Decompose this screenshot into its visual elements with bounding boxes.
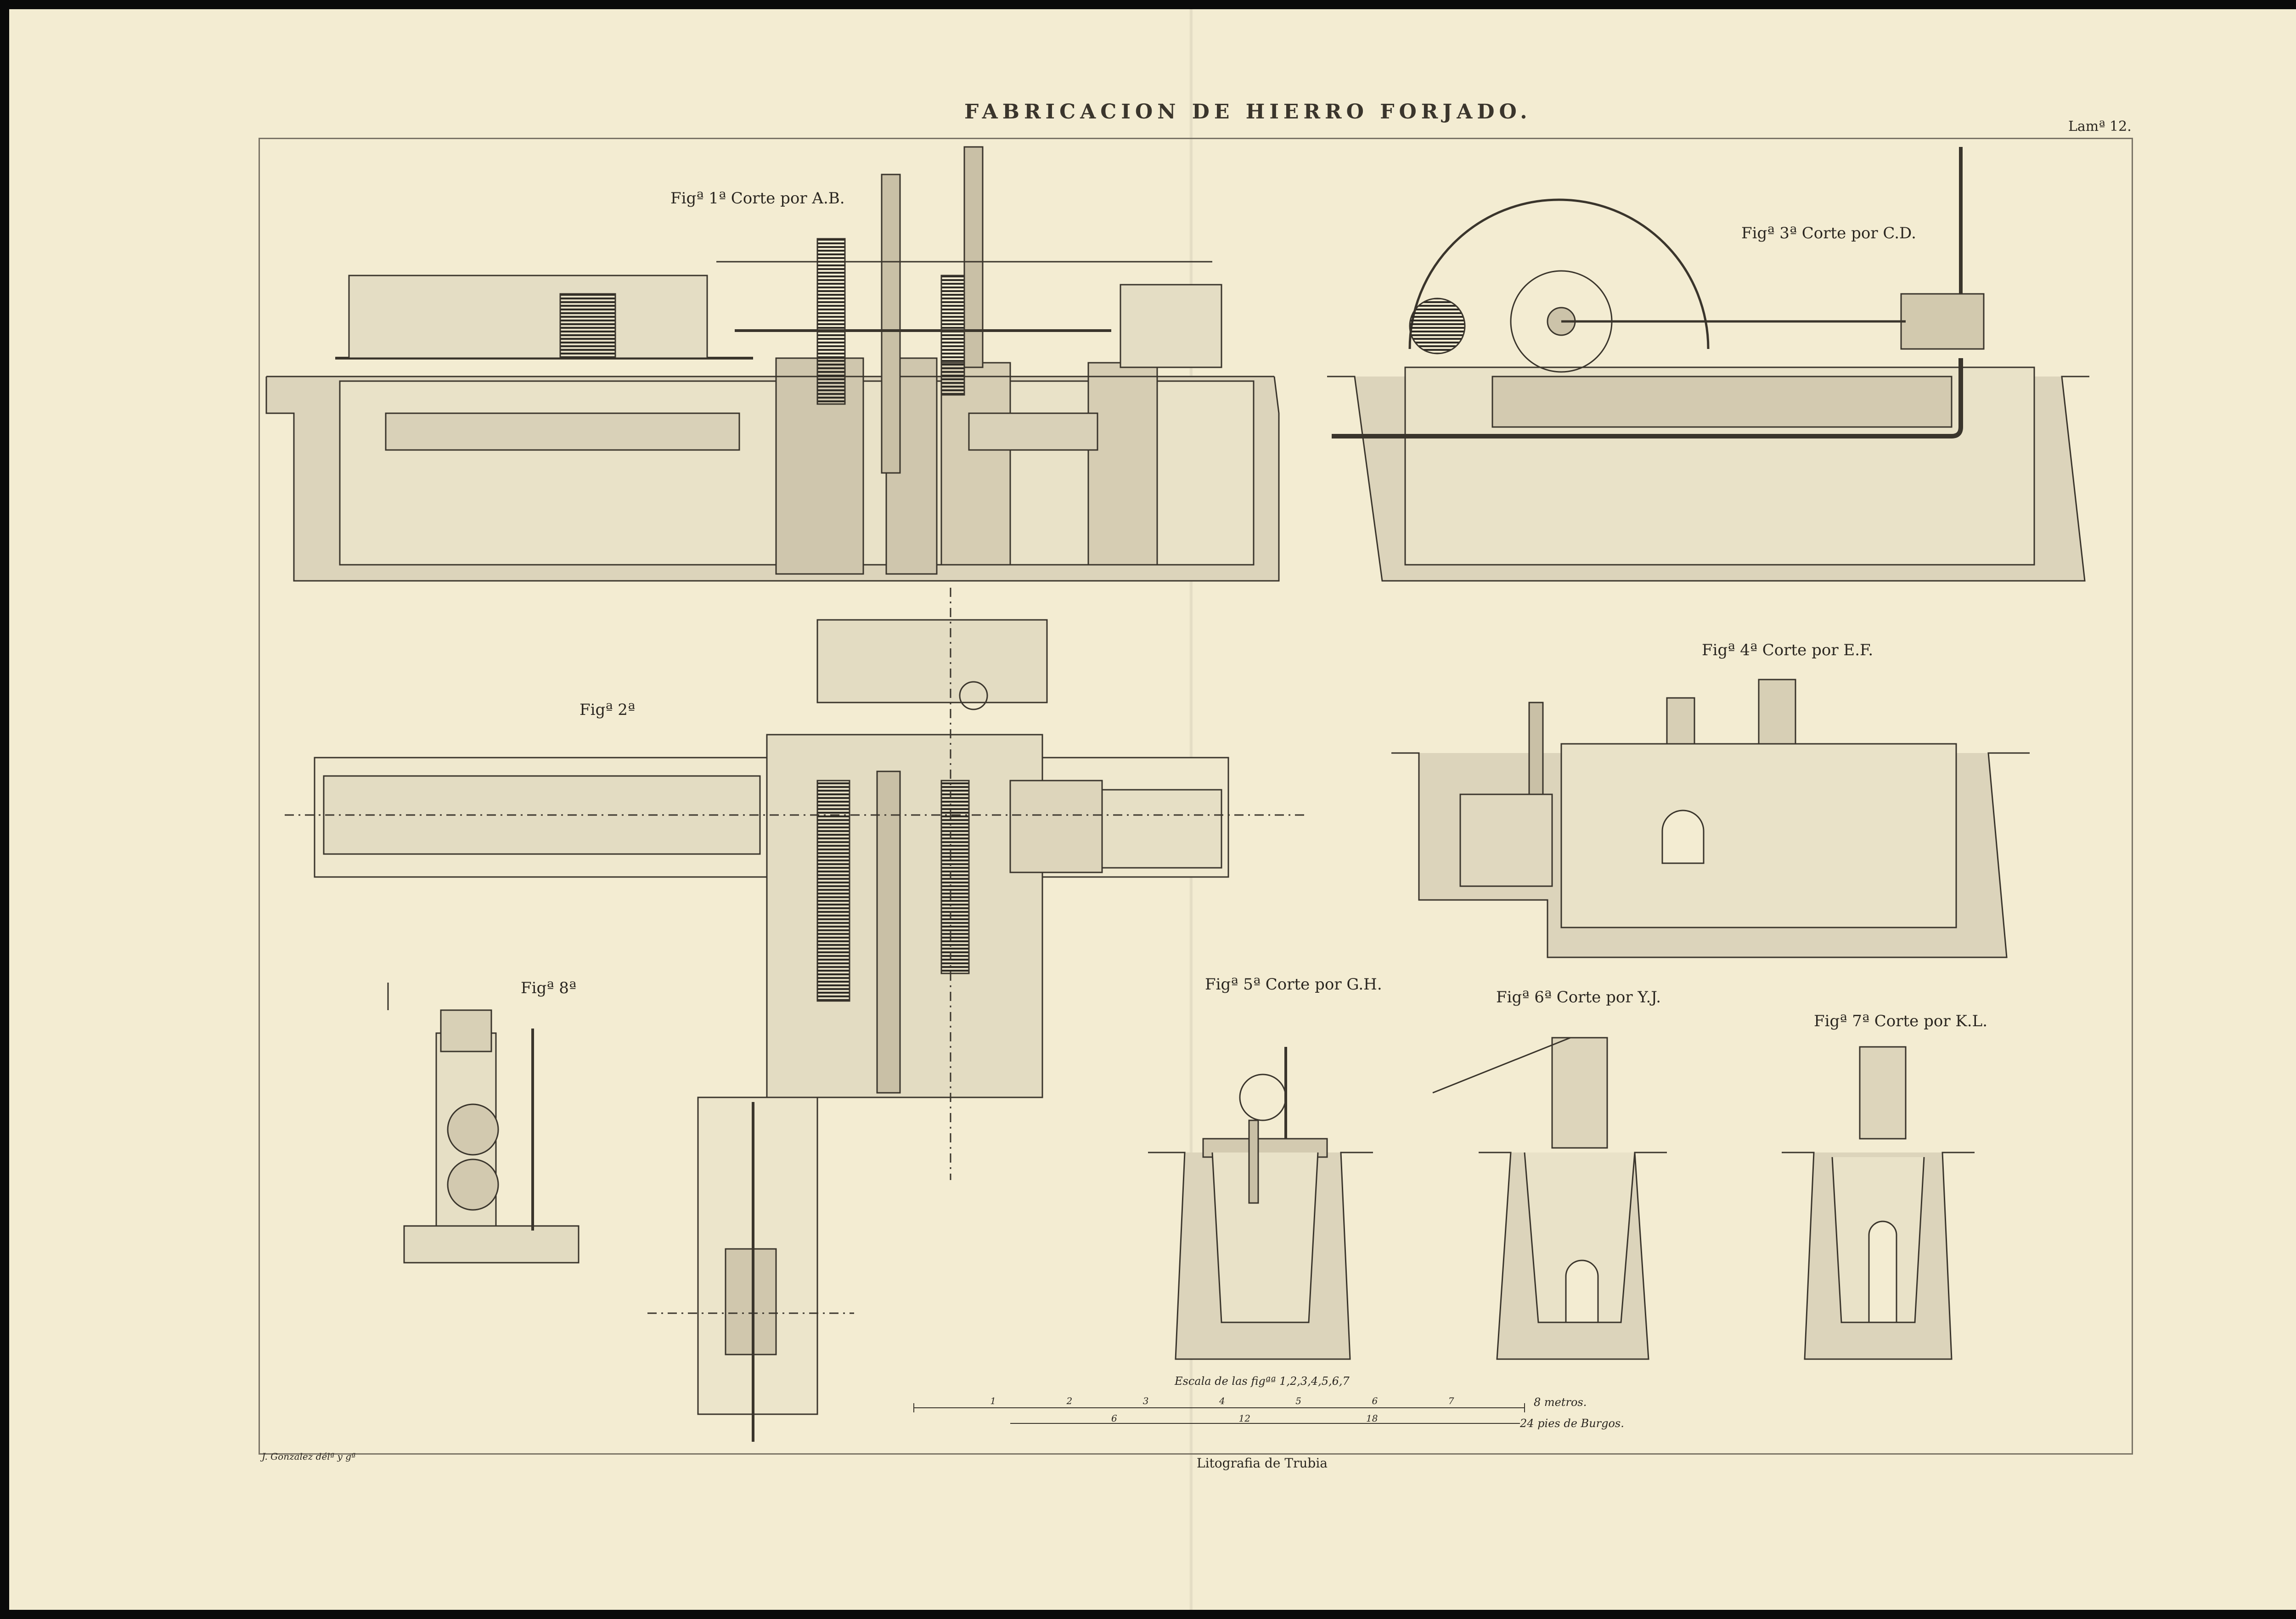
fig6-drawing: [1432, 1037, 1667, 1360]
fig8-drawing: [387, 983, 580, 1264]
fig1-drawing: [265, 146, 1280, 582]
scale-metros-tick: 6: [1372, 1395, 1378, 1406]
plate-title: FABRICACION DE HIERRO FORJADO.: [964, 100, 1532, 124]
scale-pies-tick: 12: [1239, 1413, 1250, 1424]
fig2-drawing: [285, 588, 1304, 1442]
scale-pies-label: 24 pies de Burgos.: [1520, 1417, 1624, 1430]
drawing-frame: [259, 138, 2133, 1455]
scale-metros-tick: 7: [1448, 1395, 1454, 1406]
fig4-drawing: [1391, 679, 2030, 958]
scale-metros-tick: 2: [1066, 1395, 1073, 1406]
scale-metros-label: 8 metros.: [1534, 1396, 1587, 1409]
engraver-credit: J. Gonzalez délª y gª: [262, 1451, 356, 1462]
scale-metros-tick: 1: [990, 1395, 996, 1406]
scale-caption: Escala de las figªª 1,2,3,4,5,6,7: [1175, 1375, 1350, 1388]
scale-metros-tick: 3: [1143, 1395, 1149, 1406]
scale-bar: [913, 1403, 1525, 1424]
plate-number: Lamª 12.: [2068, 118, 2132, 135]
fig3-caption: Figª 3ª Corte por C.D.: [1741, 224, 1916, 242]
scale-pies-tick: 6: [1111, 1413, 1117, 1424]
scale-metros-tick: 5: [1295, 1395, 1301, 1406]
fig7-drawing: [1782, 1046, 1975, 1360]
fig2-caption: Figª 2ª: [580, 701, 635, 719]
fig8-caption: Figª 8ª: [521, 979, 576, 997]
lithography-credit: Litografia de Trubia: [1197, 1456, 1328, 1471]
fig5-drawing: [1148, 1047, 1373, 1360]
fig6-caption: Figª 6ª Corte por Y.J.: [1496, 988, 1661, 1006]
fig3-drawing: [1327, 147, 2089, 582]
fig1-caption: Figª 1ª Corte por A.B.: [670, 189, 845, 208]
scale-metros-tick: 4: [1219, 1395, 1225, 1406]
scale-pies-tick: 18: [1366, 1413, 1378, 1424]
fig7-caption: Figª 7ª Corte por K.L.: [1814, 1012, 1988, 1030]
fig5-caption: Figª 5ª Corte por G.H.: [1205, 975, 1382, 994]
fig4-caption: Figª 4ª Corte por E.F.: [1702, 641, 1874, 659]
